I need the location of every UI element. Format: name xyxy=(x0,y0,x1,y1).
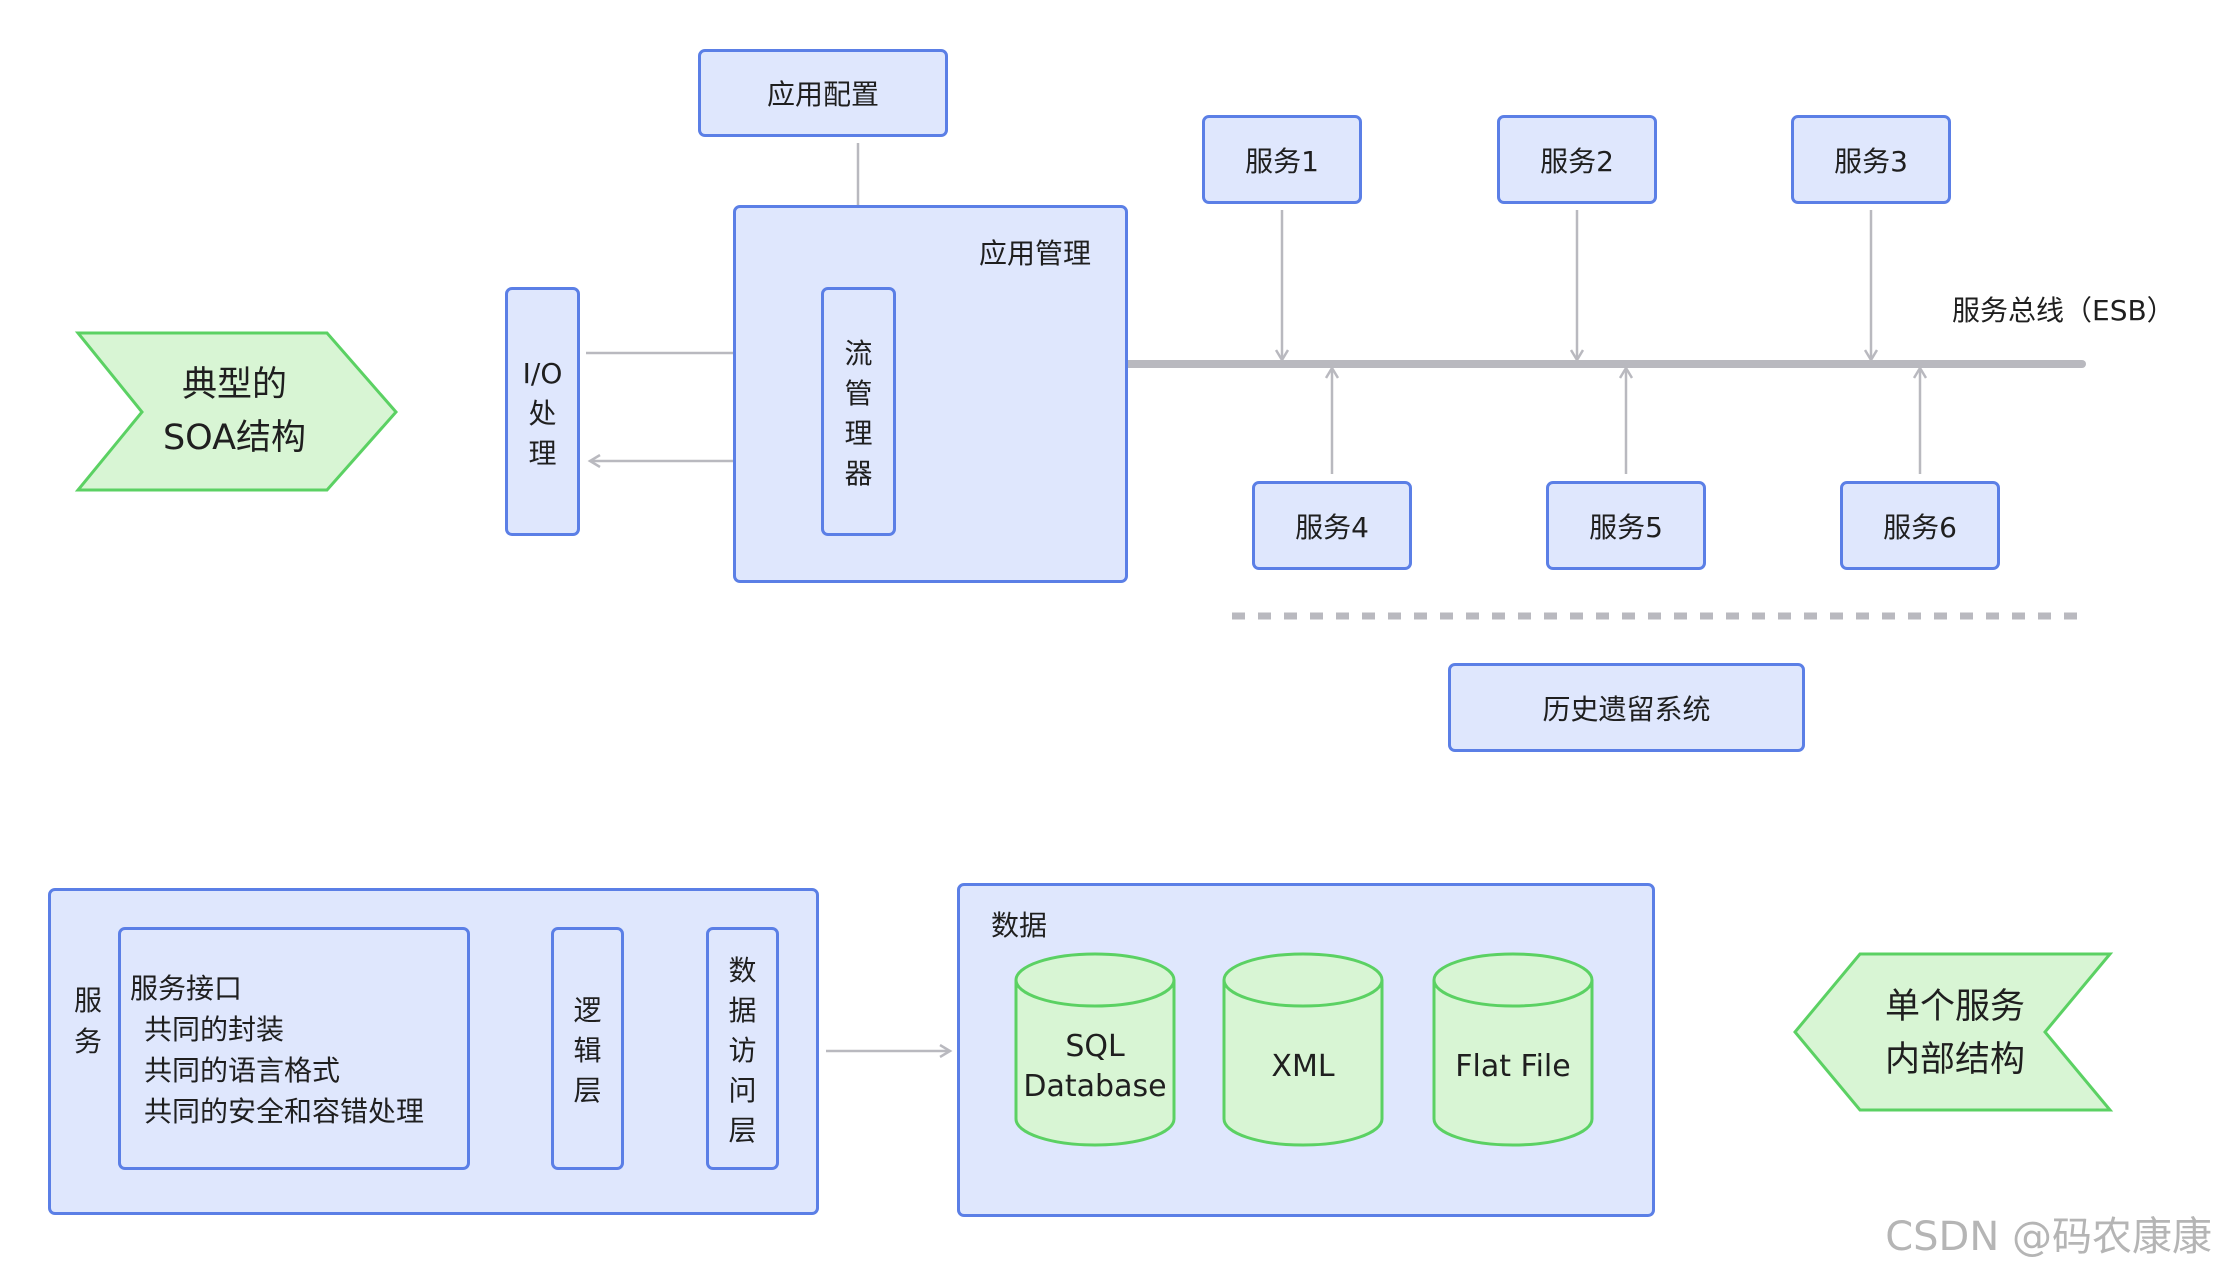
data-access-line-4: 问 xyxy=(728,1073,757,1107)
service-1-label: 服务1 xyxy=(1245,144,1319,178)
logic-line-1: 逻 xyxy=(573,993,602,1027)
flat-file-cylinder xyxy=(1432,952,1594,1147)
data-title: 数据 xyxy=(991,909,1048,942)
single-service-badge: 单个服务 内部结构 xyxy=(1840,982,2070,1086)
interface-item-3: 共同的安全和容错处理 xyxy=(144,1095,425,1128)
service-6-box: 服务6 xyxy=(1840,481,2000,570)
interface-item-1: 共同的封装 xyxy=(144,1013,285,1046)
soa-badge: 典型的 SOA结构 xyxy=(142,360,327,464)
service-4-box: 服务4 xyxy=(1252,481,1412,570)
sql-database-line-1: SQL xyxy=(1065,1029,1125,1064)
data-access-line-3: 访 xyxy=(728,1033,757,1067)
single-service-badge-line-2: 内部结构 xyxy=(1884,1040,2025,1080)
data-access-line-5: 层 xyxy=(728,1113,757,1147)
io-label-line-2: 处 xyxy=(528,396,557,430)
service-interface-box xyxy=(118,927,470,1170)
legacy-system-label: 历史遗留系统 xyxy=(1542,692,1711,726)
service-title-line-1: 服 xyxy=(74,984,103,1017)
single-service-badge-line-1: 单个服务 xyxy=(1884,987,2025,1027)
io-processing-box: I/O 处 理 xyxy=(505,287,580,536)
watermark: CSDN @码农康康 xyxy=(1885,1214,2212,1260)
service-6-label: 服务6 xyxy=(1883,510,1957,544)
logic-line-3: 层 xyxy=(573,1073,602,1107)
esb-label: 服务总线（ESB） xyxy=(1952,294,2175,327)
logic-layer-box: 逻 辑 层 xyxy=(551,927,624,1170)
service-5-label: 服务5 xyxy=(1589,510,1663,544)
io-label-line-3: 理 xyxy=(528,436,557,470)
io-label-line-1: I/O xyxy=(522,356,563,390)
xml-line-1: XML xyxy=(1271,1049,1335,1084)
flow-label-line-1: 流 xyxy=(844,336,873,370)
logic-line-2: 辑 xyxy=(573,1033,602,1067)
service-4-label: 服务4 xyxy=(1295,510,1369,544)
app-config-label: 应用配置 xyxy=(766,78,879,111)
flow-label-line-2: 管 xyxy=(844,376,873,410)
soa-badge-line-2: SOA结构 xyxy=(162,418,307,458)
data-access-layer-box: 数 据 访 问 层 xyxy=(706,927,779,1170)
flat-file-line-1: Flat File xyxy=(1455,1049,1571,1084)
flow-manager-box: 流 管 理 器 xyxy=(821,287,896,536)
single-service-badge-shape xyxy=(1793,952,2114,1112)
app-config-box: 应用配置 xyxy=(698,49,948,137)
sql-database-cylinder xyxy=(1014,952,1176,1147)
service-container-label: 服 务 xyxy=(74,980,106,1062)
flow-label-line-4: 器 xyxy=(844,456,873,490)
flow-label-line-3: 理 xyxy=(844,416,873,450)
app-management-box xyxy=(733,205,1128,583)
flat-file-label: Flat File xyxy=(1428,1002,1598,1132)
app-management-label: 应用管理 xyxy=(979,237,1092,270)
service-2-label: 服务2 xyxy=(1540,144,1614,178)
service-2-box: 服务2 xyxy=(1497,115,1657,204)
service-interface-text: 服务接口 共同的封装 共同的语言格式 共同的安全和容错处理 xyxy=(130,968,424,1132)
service-3-box: 服务3 xyxy=(1791,115,1951,204)
legacy-system-box: 历史遗留系统 xyxy=(1448,663,1805,752)
interface-title: 服务接口 xyxy=(130,972,243,1005)
data-access-line-2: 据 xyxy=(728,993,757,1027)
service-title-line-2: 务 xyxy=(74,1025,103,1058)
service-1-box: 服务1 xyxy=(1202,115,1362,204)
interface-item-2: 共同的语言格式 xyxy=(144,1054,341,1087)
service-3-label: 服务3 xyxy=(1834,144,1908,178)
soa-badge-line-1: 典型的 xyxy=(181,365,287,405)
xml-cylinder xyxy=(1222,952,1384,1147)
soa-badge-shape xyxy=(74,331,398,492)
data-access-line-1: 数 xyxy=(728,953,757,987)
service-5-box: 服务5 xyxy=(1546,481,1706,570)
sql-database-label: SQL Database xyxy=(1010,1002,1180,1132)
xml-label: XML xyxy=(1218,1002,1388,1132)
sql-database-line-2: Database xyxy=(1023,1069,1167,1104)
